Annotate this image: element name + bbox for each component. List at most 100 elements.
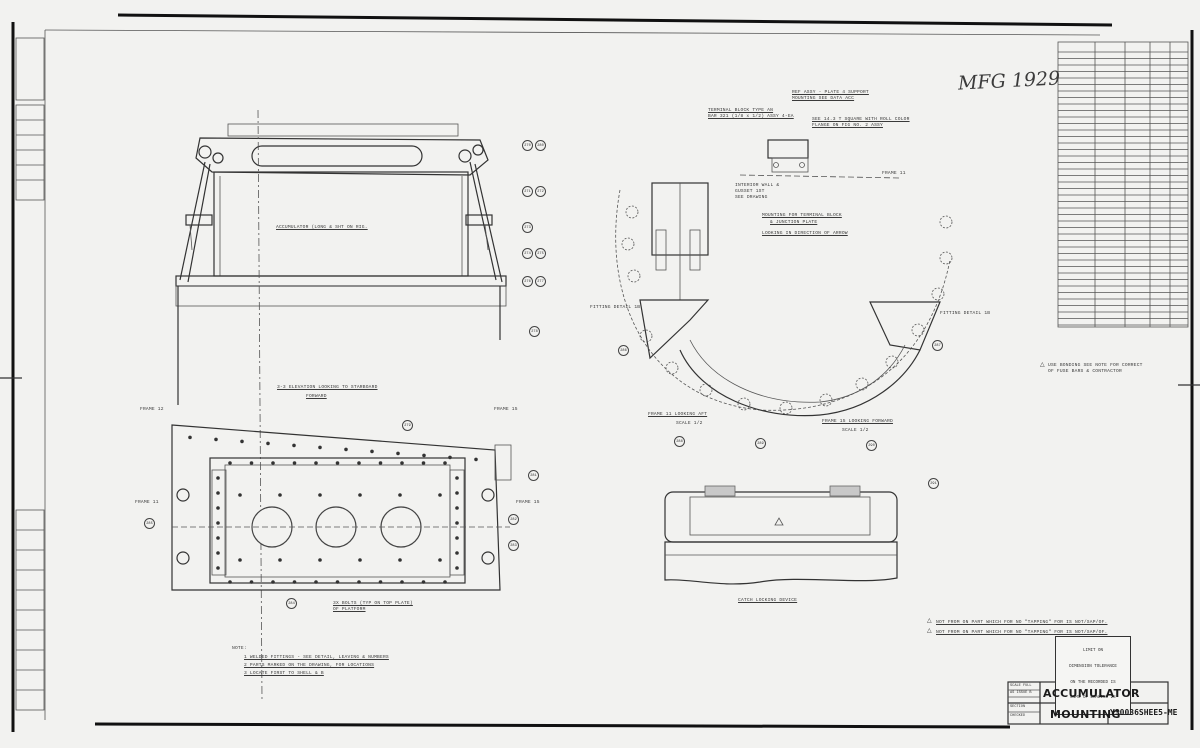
rivet-dot: [238, 558, 242, 562]
part-balloon: 287: [932, 340, 943, 351]
part-balloon: 278: [529, 326, 540, 337]
rivet-dot: [344, 447, 348, 452]
part-balloon: 282: [508, 514, 519, 525]
reference-note-1: NOT FROM ON PART WHICH FOR NO "TAPPING" …: [936, 620, 1108, 625]
frame-view-left-caption: FRAME 11 LOOKING AFT: [648, 412, 708, 417]
rivet-dot: [216, 551, 220, 555]
lightening-hole: [931, 287, 945, 301]
interior-note-3: SEE DRAWING: [735, 195, 768, 200]
rivet-dot: [474, 457, 478, 462]
rivet-dot: [455, 536, 459, 540]
mounting-title-2: & JUNCTION PLATE: [770, 220, 818, 225]
interior-note-2: GUSSET 1ST: [735, 189, 765, 194]
frame-section-view: [615, 182, 953, 417]
part-balloon: 277: [535, 276, 546, 287]
parts-list-table: [1057, 41, 1189, 328]
part-balloon: 280: [535, 140, 546, 151]
rivet-dot: [398, 558, 402, 562]
rivet-dot: [292, 461, 297, 465]
lightening-hole: [737, 397, 751, 411]
terminal-block-mounting: [739, 139, 901, 179]
plan-caption: 3X BOLTS (TYP ON TOP PLATE): [333, 601, 413, 606]
drawing-title-line-2: MOUNTING: [1050, 708, 1121, 721]
rivet-dot: [335, 580, 340, 584]
note-line-1: 1 WELDED FITTINGS - SEE DETAIL, LEAVING …: [244, 655, 389, 660]
part-balloon: 272: [535, 186, 546, 197]
rivet-dot: [240, 439, 244, 444]
part-balloon: 291: [928, 478, 939, 489]
rivet-dot: [396, 451, 400, 456]
rivet-dot: [292, 580, 297, 584]
part-balloon: 285: [144, 518, 155, 529]
drawing-number: Y30036SHEE5-ME: [1110, 708, 1178, 717]
terminal-note-2: BAR 321 (1/8 x 1/2) ASSY 4-EA: [708, 114, 794, 119]
title-block-scale: SCALE FULL: [1010, 684, 1032, 688]
rivet-dot: [438, 493, 442, 497]
reference-note-2: NOT FROM ON PART WHICH FOR NO "TAPPING" …: [936, 630, 1108, 635]
catch-locking-device: [664, 485, 898, 585]
rivet-dot: [421, 461, 426, 465]
rivet-dot: [278, 558, 282, 562]
part-balloon: 283: [508, 540, 519, 551]
rivet-dot: [318, 558, 322, 562]
part-balloon: 271: [522, 186, 533, 197]
scale-right: SCALE 1/2: [842, 428, 869, 433]
lightening-hole: [627, 269, 641, 283]
part-balloon: 274: [522, 248, 533, 259]
title-block-checked: CHECKED: [1010, 714, 1026, 718]
rivet-dot: [357, 580, 361, 584]
frame-right-label-b: FRAME 15: [516, 500, 540, 505]
fitting-detail-left: FITTING DETAIL 1B: [590, 305, 641, 310]
rivet-dot: [271, 461, 275, 465]
rivet-dot: [358, 493, 362, 497]
rivet-dot: [455, 491, 459, 495]
lightening-hole: [779, 401, 793, 415]
inner-top-line: [44, 29, 1101, 36]
top-note-3: SEE 14.3 T SQUARE WITH ROLL COLOR: [812, 117, 910, 122]
lightening-hole: [885, 355, 899, 369]
rivet-dot: [400, 580, 404, 584]
top-note-4: FLANGE ON FIG NO. 2 ASSY: [812, 123, 883, 128]
rivet-dot: [249, 461, 254, 465]
part-balloon: 288: [674, 436, 685, 447]
rivet-dot: [266, 441, 270, 446]
lightening-hole: [911, 323, 925, 337]
rivet-dot: [188, 435, 192, 440]
rivet-dot: [398, 493, 402, 497]
rivet-dot: [228, 461, 232, 465]
rivet-dot: [400, 461, 404, 465]
rivet-dot: [314, 580, 318, 584]
rivet-dot: [455, 506, 459, 510]
rivet-dot: [335, 461, 340, 465]
lightening-hole: [625, 205, 639, 219]
mounting-sub: LOOKING IN DIRECTION OF ARROW: [762, 231, 848, 236]
lightening-hole: [939, 251, 953, 265]
bottom-border-line: [94, 722, 1011, 729]
part-balloon: 273: [522, 222, 533, 233]
rivet-dot: [214, 437, 218, 442]
stamp-line-4: DIMS OF DRAWING 28: [1070, 696, 1116, 701]
rivet-dot: [443, 580, 447, 584]
lightening-hole: [665, 361, 679, 375]
notes-title: NOTE:: [232, 646, 247, 651]
elevation-view: [175, 109, 507, 701]
stamp-line-3: ON THE RECORDED IS: [1070, 680, 1116, 685]
warning-triangle-icon: △: [1040, 362, 1045, 368]
terminal-note-1: TERMINAL BLOCK TYPE AN: [708, 108, 774, 113]
rivet-dot: [228, 580, 232, 584]
rivet-dot: [370, 449, 374, 454]
rivet-dot: [314, 461, 318, 465]
lightening-hole: [855, 377, 869, 391]
note-line-3: 3 LOCATE FIRST TO SHELL & B: [244, 671, 324, 676]
rivet-dot: [216, 521, 220, 525]
rivet-dot: [455, 476, 459, 480]
part-balloon: 279: [402, 420, 413, 431]
lightening-hole: [699, 383, 713, 397]
rivet-dot: [318, 493, 322, 497]
catch-locking-caption: CATCH LOCKING DEVICE: [738, 598, 798, 603]
rivet-dot: [216, 536, 220, 540]
rivet-dot: [378, 580, 383, 584]
rivet-dot: [271, 580, 275, 584]
